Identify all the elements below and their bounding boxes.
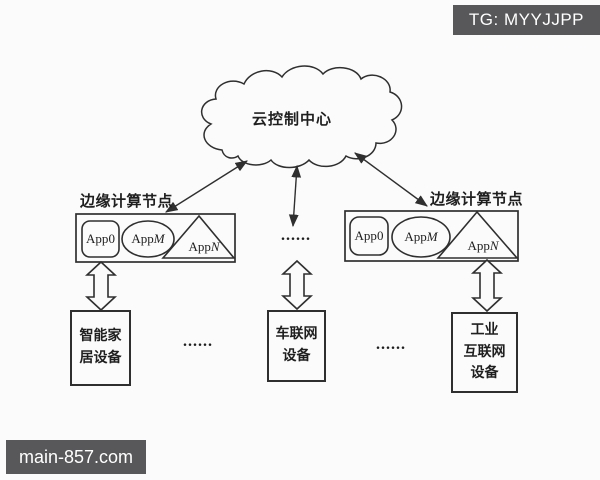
arrow-cloud-left-node bbox=[165, 160, 248, 213]
cloud-label: 云控制中心 bbox=[251, 112, 332, 128]
cloud-shape bbox=[201, 65, 403, 169]
appn-left-prefix: App bbox=[188, 239, 211, 254]
appn-right-prefix: App bbox=[467, 238, 490, 253]
device-smart-home-line1: 智能家 bbox=[79, 329, 122, 345]
appn-left-suffix: N bbox=[210, 239, 220, 254]
app0-right-suffix: 0 bbox=[376, 228, 384, 243]
appm-left-suffix: M bbox=[153, 231, 165, 246]
block-arrow-right bbox=[470, 258, 504, 313]
arrow-cloud-middle bbox=[288, 164, 302, 228]
appm-right-shape bbox=[391, 216, 451, 258]
edge-node-left-label: 边缘计算节点 bbox=[80, 194, 174, 210]
device-iov-line1: 车联网 bbox=[275, 327, 318, 343]
appn-right-suffix: N bbox=[489, 238, 499, 253]
watermark-bottom-left: main-857.com bbox=[6, 440, 147, 474]
ellipsis-bottom-right: ...... bbox=[376, 336, 406, 353]
device-industrial-label: 工业 互联网 设备 bbox=[452, 313, 517, 392]
device-industrial-line3: 设备 bbox=[470, 366, 499, 382]
appn-left-shape bbox=[161, 214, 236, 259]
device-smart-home-label: 智能家 居设备 bbox=[71, 311, 130, 385]
device-industrial-line2: 互联网 bbox=[463, 344, 506, 360]
edge-node-right-label: 边缘计算节点 bbox=[430, 192, 524, 208]
app0-right-prefix: App bbox=[354, 228, 377, 243]
app0-right-shape bbox=[349, 216, 389, 256]
appm-right-prefix: App bbox=[404, 229, 427, 244]
appn-right-shape bbox=[436, 210, 519, 259]
device-industrial-box bbox=[451, 312, 518, 393]
arrow-cloud-right-node bbox=[354, 152, 428, 207]
block-arrow-middle bbox=[280, 259, 314, 311]
app0-left-shape bbox=[81, 220, 120, 258]
app0-left-prefix: App bbox=[86, 231, 109, 246]
ellipsis-middle: ...... bbox=[281, 227, 311, 244]
watermark-top-right: TG: MYYJJPP bbox=[452, 5, 600, 35]
device-smart-home-line2: 居设备 bbox=[79, 351, 122, 366]
app0-left-suffix: 0 bbox=[108, 231, 115, 246]
device-iov-line2: 设备 bbox=[282, 349, 311, 364]
appm-left-shape bbox=[121, 220, 175, 258]
device-industrial-line1: 工业 bbox=[470, 322, 499, 338]
appm-right-suffix: M bbox=[426, 229, 438, 244]
block-arrow-left bbox=[84, 260, 118, 312]
device-smart-home-box bbox=[70, 310, 131, 386]
device-iov-box bbox=[267, 310, 326, 382]
device-iov-label: 车联网 设备 bbox=[268, 311, 325, 381]
appm-left-prefix: App bbox=[131, 231, 154, 246]
ellipsis-bottom-left: ...... bbox=[183, 333, 213, 350]
